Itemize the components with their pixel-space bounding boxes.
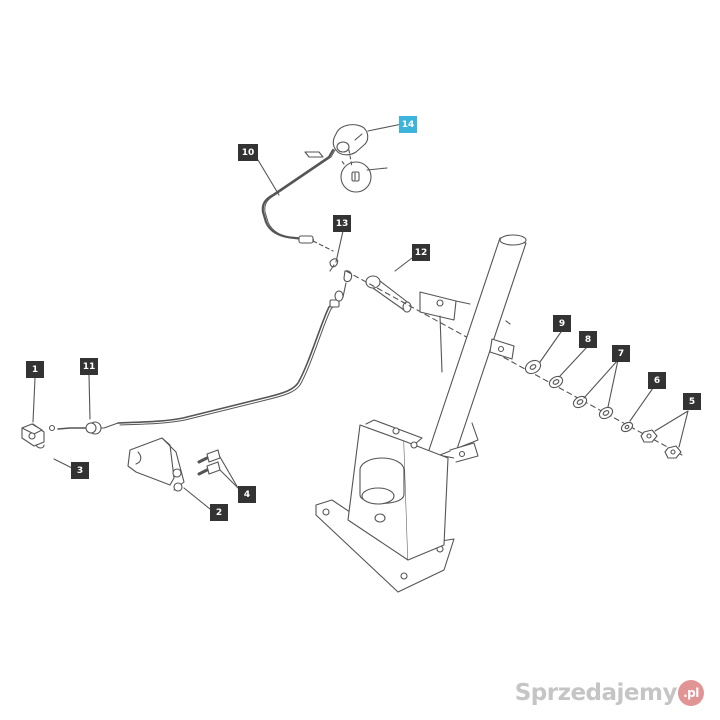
callout-8: 8 bbox=[579, 331, 597, 348]
set-screw-detail bbox=[340, 149, 388, 193]
washers bbox=[524, 359, 634, 433]
mounting-bracket bbox=[127, 437, 185, 492]
callout-4: 4 bbox=[238, 486, 256, 503]
watermark-suffix: .pl bbox=[678, 680, 704, 706]
shift-cable bbox=[48, 282, 347, 435]
callout-12: 12 bbox=[412, 244, 430, 261]
base-assembly bbox=[315, 419, 479, 593]
callout-6: 6 bbox=[648, 372, 666, 389]
callout-1: 1 bbox=[26, 361, 44, 378]
shift-lever-rod bbox=[261, 148, 336, 252]
callout-9: 9 bbox=[553, 315, 571, 332]
lock-clip bbox=[329, 258, 353, 283]
watermark: Sprzedajemy.pl bbox=[515, 680, 704, 706]
callout-13: 13 bbox=[333, 215, 351, 232]
callout-7: 7 bbox=[612, 345, 630, 362]
callout-3: 3 bbox=[71, 462, 89, 479]
nuts bbox=[640, 429, 682, 459]
pedal-column bbox=[419, 234, 527, 459]
gear-knob bbox=[332, 124, 369, 156]
watermark-text: Sprzedajemy bbox=[514, 680, 678, 706]
cable-end-bracket bbox=[21, 423, 45, 449]
pivot-pin bbox=[365, 257, 413, 313]
leader-lines bbox=[32, 123, 689, 510]
callout-14: 14 bbox=[399, 116, 417, 133]
callout-10: 10 bbox=[238, 144, 258, 161]
callout-2: 2 bbox=[210, 504, 228, 521]
callout-11: 11 bbox=[80, 358, 98, 375]
bolts bbox=[197, 449, 239, 489]
callout-5: 5 bbox=[683, 393, 701, 410]
